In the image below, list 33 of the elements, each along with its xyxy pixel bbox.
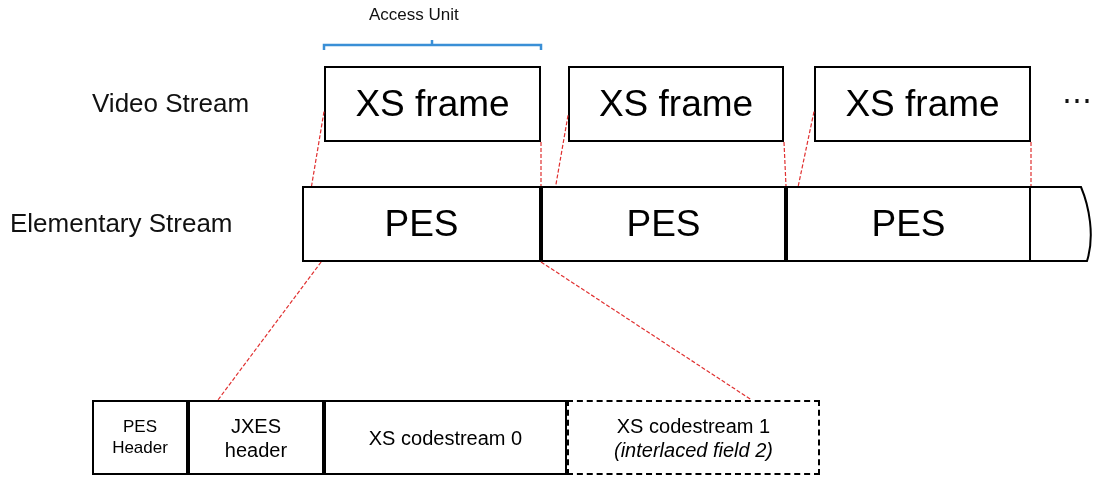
leader-line <box>555 114 569 187</box>
frame-box <box>324 66 541 142</box>
leader-line <box>797 111 815 187</box>
box-label: PES <box>871 201 946 246</box>
ellipsis: ⋯ <box>1062 82 1092 117</box>
leader-line <box>217 261 322 401</box>
box-label: PES <box>384 201 459 246</box>
bracket-label: Access Unit <box>369 5 459 25</box>
frame-box <box>568 66 784 142</box>
box-label: XS frame <box>845 81 1000 126</box>
segment-box <box>92 400 188 475</box>
segment-box <box>567 400 820 475</box>
row-label: Elementary Stream <box>10 208 233 239</box>
box-note: (interlaced field 2) <box>614 437 773 462</box>
leader-line <box>310 111 325 187</box>
packet-box <box>541 186 786 262</box>
box-label: XS codestream 1 <box>616 413 771 438</box>
packet-box <box>786 186 1031 262</box>
box-label: JXES header <box>223 413 289 462</box>
box-label: XS frame <box>598 81 754 126</box>
frame-box <box>814 66 1031 142</box>
leader-line <box>540 141 542 187</box>
segment-box <box>188 400 324 475</box>
packet-box <box>302 186 541 262</box>
box-label: PES Header <box>112 417 168 458</box>
box-label: PES <box>626 201 701 246</box>
row-label: Video Stream <box>92 88 250 119</box>
leader-line <box>783 141 787 187</box>
segment-box <box>324 400 567 475</box>
box-label: XS codestream 0 <box>368 425 523 450</box>
leader-line <box>1030 141 1032 187</box>
leader-line <box>540 261 753 401</box>
box-label: XS frame <box>355 81 510 126</box>
